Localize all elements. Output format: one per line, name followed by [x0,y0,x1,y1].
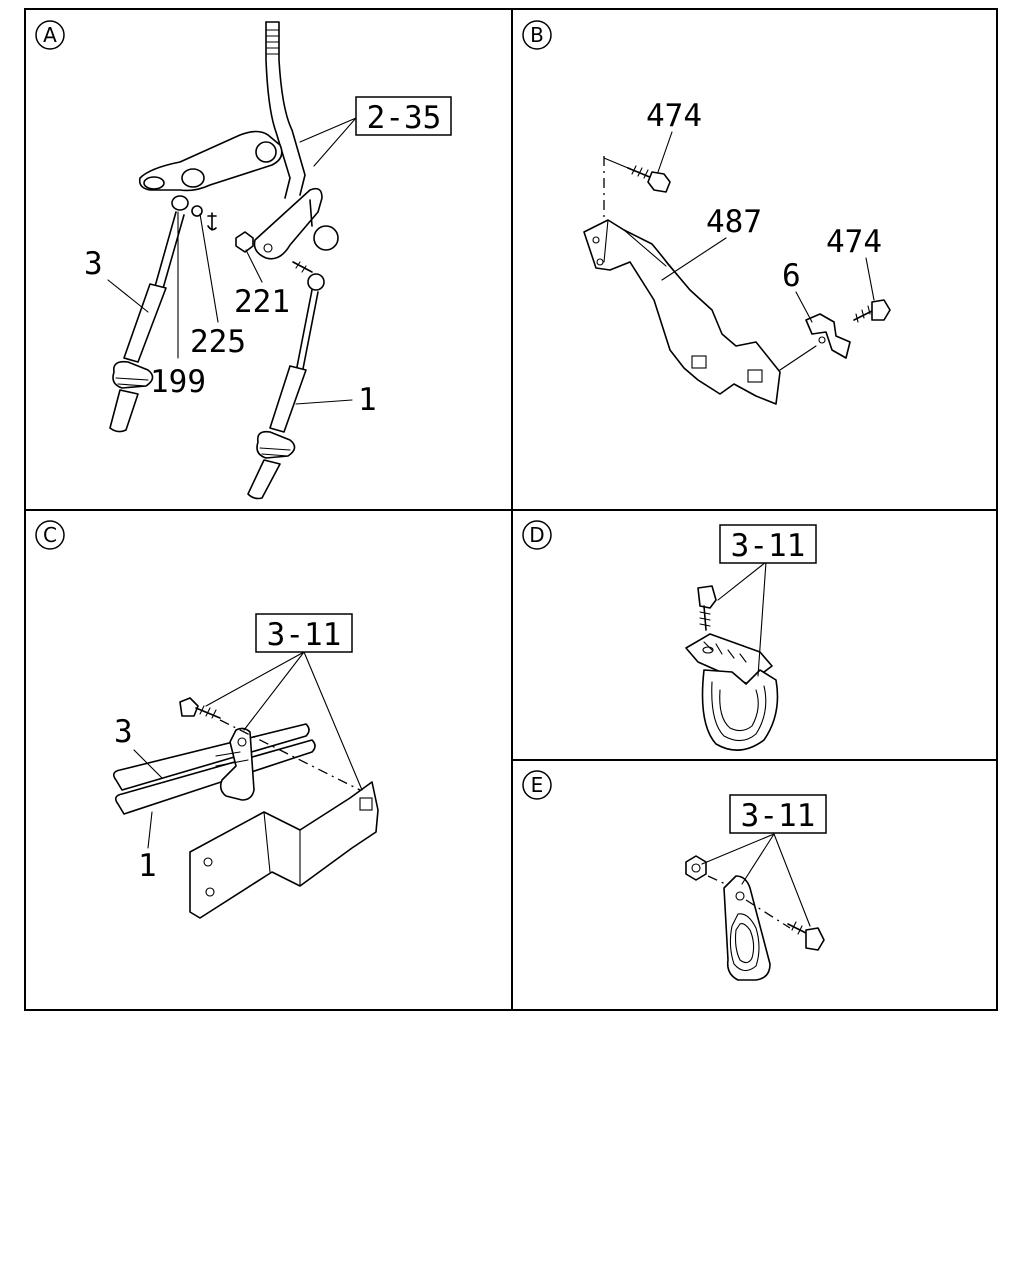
part-label-474-right: 474 [826,224,882,260]
part-label-225: 225 [190,324,246,360]
panel-a-drawing [107,21,357,500]
section-letter: B [530,23,544,47]
part-label-3: 3 [84,246,103,282]
part-label-1: 1 [358,382,377,418]
ref-label: 3-11 [741,798,816,834]
part-label-199: 199 [150,364,206,400]
section-marker-e: E [522,770,552,800]
ref-box-c: 3-11 [255,613,353,653]
section-marker-b: B [522,20,552,50]
part-label-1: 1 [138,848,157,884]
panel-e-drawing [685,833,825,981]
section-marker-a: A [35,20,65,50]
part-label-474-top: 474 [646,98,702,134]
ref-label: 3-11 [267,617,342,653]
ref-box-e: 3-11 [729,794,827,834]
panel-b-drawing [583,131,891,405]
section-letter: E [531,773,544,797]
part-label-221: 221 [234,284,290,320]
part-label-487: 487 [706,204,762,240]
ref-box-d: 3-11 [719,524,817,564]
section-marker-c: C [35,520,65,550]
part-label-3: 3 [114,714,133,750]
section-marker-d: D [522,520,552,550]
section-letter: D [529,523,544,547]
ref-box-2-35: 2-35 [355,96,452,136]
part-label-6: 6 [782,258,801,294]
section-letter: A [43,23,57,47]
panel-d-drawing [685,561,779,751]
section-letter: C [43,523,57,547]
panel-c-drawing [112,651,379,919]
ref-label: 3-11 [731,528,806,564]
panel-frames [24,8,998,1011]
ref-label: 2-35 [367,100,442,136]
